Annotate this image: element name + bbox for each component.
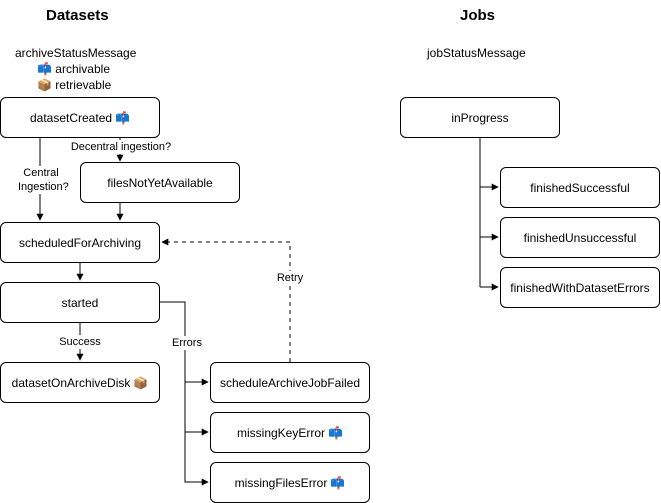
node-label: missingKeyError xyxy=(237,425,326,440)
edge-label-central-ingestion: Central Ingestion? xyxy=(18,166,69,194)
node-label: scheduleArchiveJobFailed xyxy=(219,375,361,390)
node-label: finishedSuccessful xyxy=(530,180,630,195)
edge-label-decentral-ingestion: Decentral ingestion? xyxy=(70,140,172,154)
job-status-legend: jobStatusMessage xyxy=(427,46,526,60)
node-label: started xyxy=(61,295,99,310)
node-label: finishedUnsuccessful xyxy=(523,230,637,245)
mailbox-icon: 📫 xyxy=(330,475,346,490)
node-label: filesNotYetAvailable xyxy=(107,175,213,190)
node-dataset-on-archive-disk[interactable]: datasetOnArchiveDisk 📦 xyxy=(0,362,160,403)
node-scheduled-for-archiving[interactable]: scheduledForArchiving xyxy=(0,222,160,263)
mailbox-icon: 📫 xyxy=(37,62,52,76)
node-files-not-yet-available[interactable]: filesNotYetAvailable xyxy=(80,162,240,203)
mailbox-icon: 📫 xyxy=(115,110,130,125)
edge-label-errors: Errors xyxy=(170,336,204,350)
node-label: datasetCreated xyxy=(29,110,113,125)
jobs-heading: Jobs xyxy=(460,7,496,24)
node-in-progress[interactable]: inProgress xyxy=(400,97,560,138)
node-label: datasetOnArchiveDisk xyxy=(11,375,131,390)
node-finished-unsuccessful[interactable]: finishedUnsuccessful xyxy=(500,217,660,258)
legend-label-archivable: archivable xyxy=(55,62,110,76)
node-dataset-created[interactable]: datasetCreated 📫 xyxy=(0,97,160,138)
legend-label-retrievable: retrievable xyxy=(55,78,112,92)
edge-label-success: Success xyxy=(58,335,102,349)
package-icon: 📦 xyxy=(133,375,149,390)
node-missing-files-error[interactable]: missingFilesError 📫 xyxy=(210,462,370,503)
node-finished-with-dataset-errors[interactable]: finishedWithDatasetErrors xyxy=(500,267,660,308)
archive-status-legend: archiveStatusMessage 📫 archivable 📦 retr… xyxy=(15,45,145,93)
mailbox-icon: 📫 xyxy=(328,425,343,440)
node-started[interactable]: started xyxy=(0,282,160,323)
node-label: missingFilesError xyxy=(234,475,328,490)
node-finished-successful[interactable]: finishedSuccessful xyxy=(500,167,660,208)
node-label: scheduledForArchiving xyxy=(18,235,142,250)
legend-item-archivable: 📫 archivable xyxy=(15,61,145,77)
datasets-heading: Datasets xyxy=(46,7,109,24)
node-schedule-archive-job-failed[interactable]: scheduleArchiveJobFailed xyxy=(210,362,370,403)
edge-label-retry: Retry xyxy=(274,271,306,285)
node-missing-key-error[interactable]: missingKeyError 📫 xyxy=(210,412,370,453)
package-icon: 📦 xyxy=(37,78,52,92)
legend-title: archiveStatusMessage xyxy=(15,46,137,60)
node-label: inProgress xyxy=(451,110,509,125)
edge-retry xyxy=(161,238,291,362)
node-label: finishedWithDatasetErrors xyxy=(510,280,650,295)
edge-errors-trunk xyxy=(160,301,186,432)
legend-item-retrievable: 📦 retrievable xyxy=(15,77,145,93)
edge-to-missing-files xyxy=(184,432,209,486)
